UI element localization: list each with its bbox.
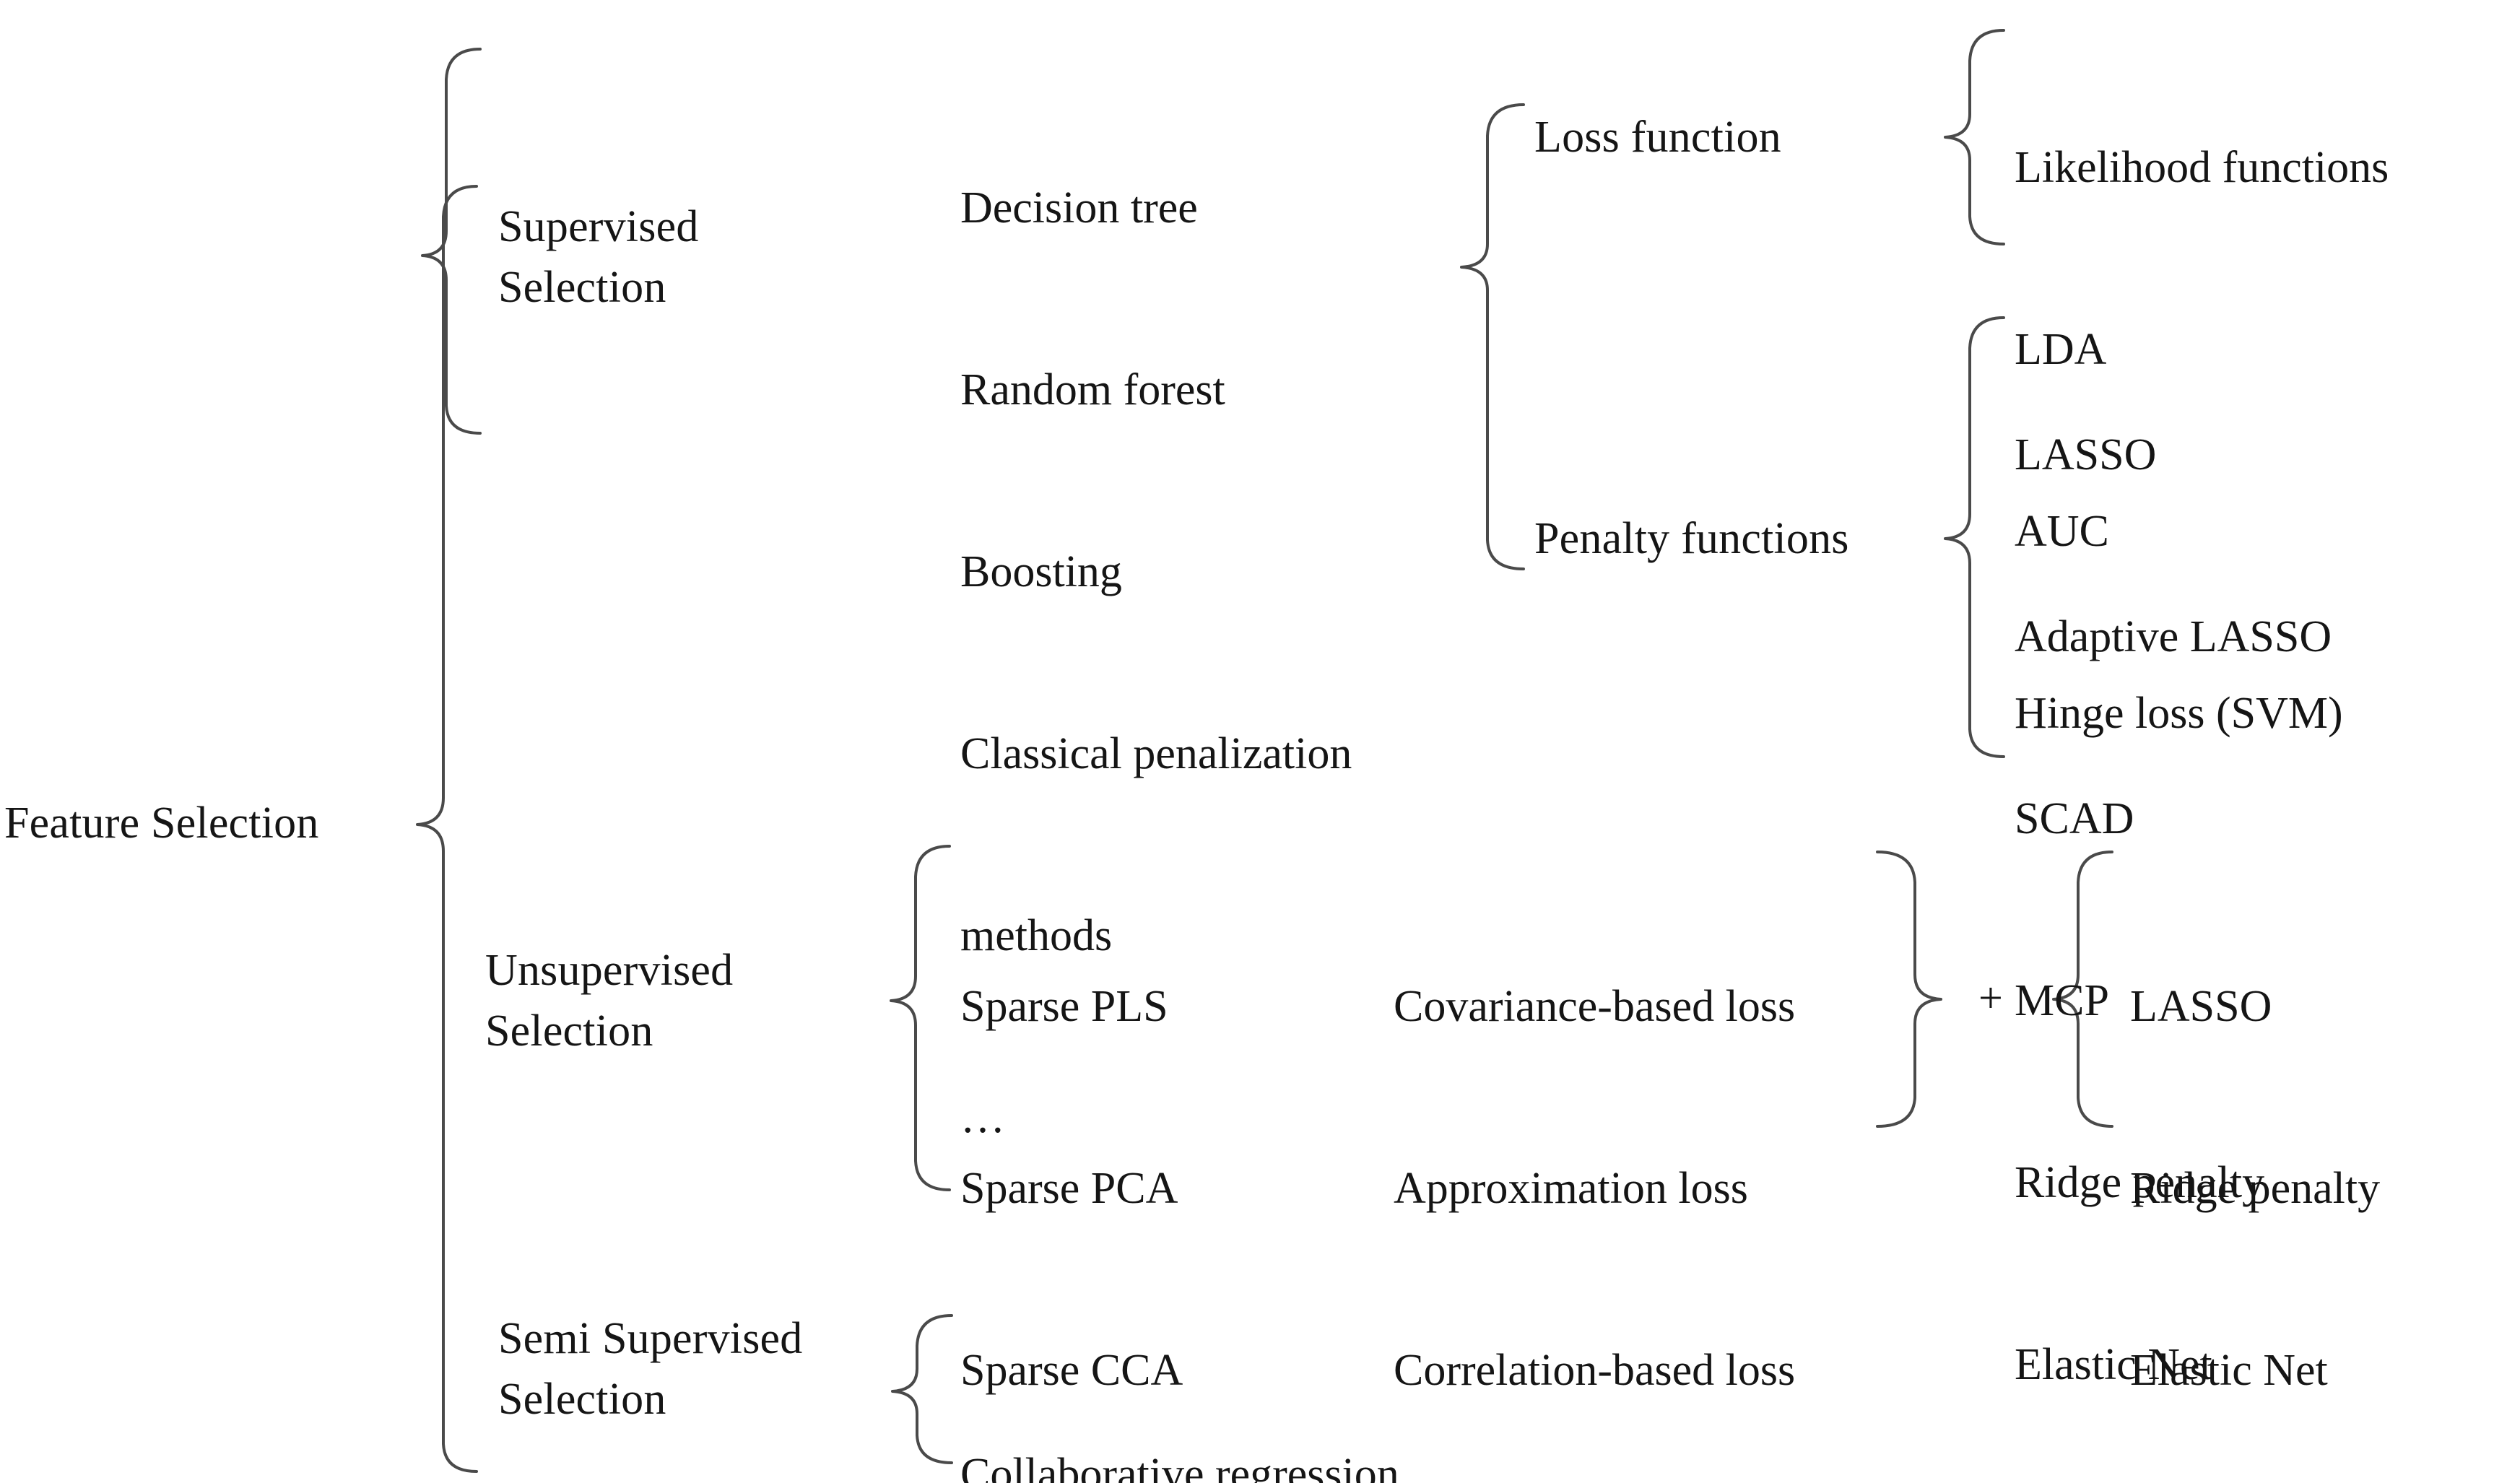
list-item: Correlation-based loss [1394, 1346, 1796, 1395]
list-item: Elastic Net [2130, 1346, 2328, 1395]
list-item: Collaborative regression [960, 1450, 1399, 1483]
branch-label-supervised-line1: Supervised [498, 202, 699, 251]
list-item: LASSO [2015, 430, 2157, 479]
list-item-ellipsis: … [960, 1093, 1005, 1142]
root-label: Feature Selection [4, 799, 319, 848]
brace-unsupervised-methods [890, 845, 951, 1191]
brace-unsupervised-losses [1876, 851, 1942, 1128]
list-item: Random forest [960, 365, 1225, 414]
list-item: Sparse PCA [960, 1164, 1178, 1213]
penalty-functions-items-list: LASSO Adaptive LASSO SCAD MCP Ridge pena… [2015, 303, 2332, 1483]
list-item: Ridge penalty [2015, 1158, 2265, 1207]
list-item: Boosting [960, 547, 1122, 596]
list-item: Sparse PLS [960, 982, 1168, 1031]
list-item: Likelihood functions [2015, 143, 2389, 192]
loss-function-items-list: Likelihood functions LDA AUC Hinge loss … [2015, 16, 2389, 865]
branch-label-semi-supervised-line1: Semi Supervised [498, 1314, 803, 1363]
list-item: Ridge penalty [2130, 1164, 2381, 1213]
branch-label-unsupervised-line1: Unsupervised [485, 946, 734, 995]
unsupervised-methods-list: Sparse PLS Sparse PCA Sparse CCA Sparse … [960, 855, 1277, 1483]
list-item: SCAD [2015, 794, 2134, 843]
list-item: Approximation loss [1394, 1164, 1748, 1213]
branch-label-supervised-line2: Selection [498, 263, 666, 312]
brace-supervised-components [1460, 103, 1525, 570]
list-item: Sparse CCA [960, 1346, 1183, 1395]
component-label-loss-function: Loss function [1534, 113, 1781, 162]
list-item: methods [960, 911, 1113, 960]
list-item: AUC [2015, 507, 2109, 556]
plus-operator: + [1978, 974, 2003, 1022]
list-item: LDA [2015, 325, 2107, 374]
brace-penalty-functions-items [1944, 316, 2005, 758]
list-item: LASSO [2130, 982, 2272, 1031]
component-label-penalty-functions: Penalty functions [1534, 514, 1849, 563]
supervised-methods-list: Decision tree Random forest Boosting Cla… [960, 56, 1352, 1269]
list-item: Hinge loss (SVM) [2015, 689, 2343, 738]
list-item: Elastic Net [2015, 1340, 2212, 1389]
brace-root [416, 185, 478, 1473]
list-item: Classical penalization [960, 729, 1352, 778]
list-item: Decision tree [960, 183, 1198, 232]
semi-supervised-methods-list: Collaborative regression Sparse semi sup… [960, 1323, 1482, 1483]
list-item: Covariance-based loss [1394, 982, 1796, 1031]
brace-supervised-methods [421, 48, 482, 435]
unsupervised-losses-list: Covariance-based loss Approximation loss… [1394, 855, 1795, 1483]
list-item: MCP [2015, 976, 2109, 1025]
branch-label-semi-supervised-line2: Selection [498, 1375, 666, 1424]
brace-loss-function-items [1944, 29, 2005, 245]
branch-label-unsupervised-line2: Selection [485, 1006, 653, 1056]
list-item: Adaptive LASSO [2015, 612, 2332, 661]
brace-semi-supervised-methods [891, 1314, 953, 1464]
unsupervised-penalties-list: LASSO Ridge penalty Elastic Net Network … [2130, 855, 2430, 1483]
